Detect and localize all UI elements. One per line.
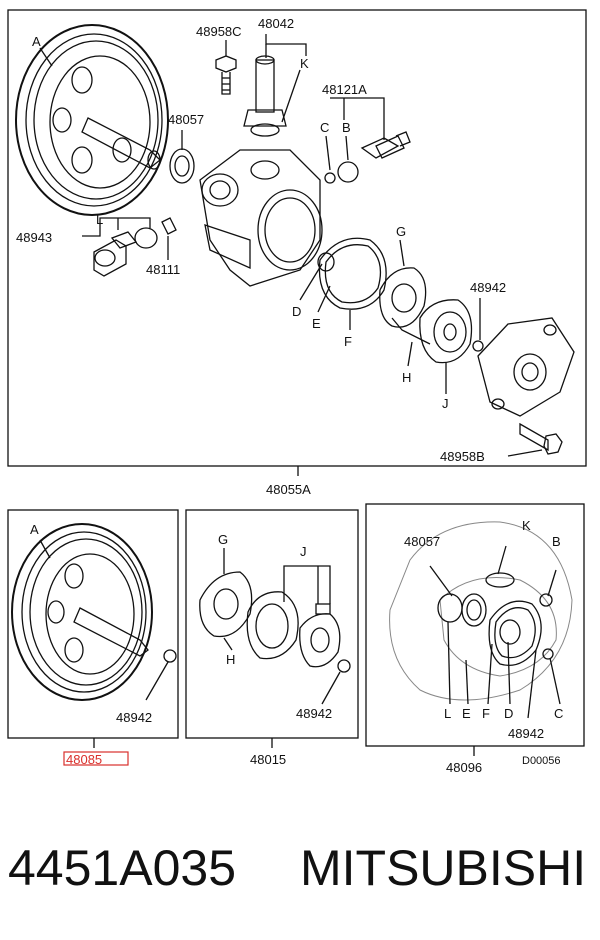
label-j: J: [442, 396, 449, 411]
label-48055a: 48055A: [266, 482, 311, 497]
sub3-label-d: D: [504, 706, 513, 721]
label-48958b: 48958B: [440, 449, 485, 464]
label-a: A: [32, 34, 41, 49]
sub1-label-a: A: [30, 522, 39, 537]
o-ring-icon: [437, 572, 554, 667]
label-48958c: 48958C: [196, 24, 242, 39]
label-l: L: [96, 212, 103, 227]
label-48057: 48057: [168, 112, 204, 127]
cam-ring-icon: [379, 267, 431, 345]
plug-icon: [93, 231, 138, 277]
sub3-label-48942: 48942: [508, 726, 544, 741]
sub2-label-48942: 48942: [296, 706, 332, 721]
fitting-icon: [243, 55, 287, 137]
footer: 4451A035 MITSUBISHI: [0, 828, 600, 908]
sub2-label-j: J: [300, 544, 307, 559]
part-number: 4451A035: [8, 840, 237, 896]
pulley-icon-2: [11, 523, 153, 701]
subassembly-48085-frame: [7, 509, 179, 739]
label-f: F: [344, 334, 352, 349]
pressure-switch-icon: [360, 131, 411, 159]
rotor-icon: [419, 299, 473, 364]
gasket-icon: [317, 237, 387, 310]
sub3-label-l: L: [444, 706, 451, 721]
pump-body-icon: [199, 149, 323, 287]
sub3-label-48057: 48057: [404, 534, 440, 549]
sub3-ref: D00056: [522, 755, 561, 767]
label-k: K: [300, 56, 309, 71]
pump-cover-icon: [477, 317, 575, 417]
sub3-label-b: B: [552, 534, 561, 549]
brand-name: MITSUBISHI: [300, 840, 587, 896]
subassembly-48096-frame: [365, 503, 585, 747]
main-assembly-frame: [7, 9, 587, 467]
sub3-label-e: E: [462, 706, 471, 721]
sub3-label-c: C: [554, 706, 563, 721]
rotor-icon-2: [246, 591, 341, 668]
label-g: G: [396, 224, 406, 239]
exploded-parts-diagram: A 48958C 48042 K 48121A C B 48057 L 4894…: [7, 9, 587, 775]
bolt-icon: [215, 55, 237, 95]
label-b: B: [342, 120, 351, 135]
label-48121a: 48121A: [322, 82, 367, 97]
label-d: D: [292, 304, 301, 319]
seal-kit-icon: [389, 521, 573, 701]
label-h: H: [402, 370, 411, 385]
label-48942: 48942: [470, 280, 506, 295]
label-48111: 48111: [146, 262, 180, 277]
sub3-code: 48096: [446, 760, 482, 775]
sub1-label-48942: 48942: [116, 710, 152, 725]
seal-icon: [169, 148, 195, 184]
label-48943: 48943: [16, 230, 52, 245]
subassembly-48015-frame: [185, 509, 359, 739]
sub2-label-h: H: [226, 652, 235, 667]
selected-part-highlight: [63, 751, 129, 766]
label-c: C: [320, 120, 329, 135]
label-48042: 48042: [258, 16, 294, 31]
bolt-icon-b: [519, 422, 563, 455]
sub1-code: 48085: [66, 752, 102, 767]
cam-ring-icon-2: [199, 571, 253, 638]
sub2-code: 48015: [250, 752, 286, 767]
sub2-label-g: G: [218, 532, 228, 547]
sub3-label-f: F: [482, 706, 490, 721]
label-e: E: [312, 316, 321, 331]
sub3-label-k: K: [522, 518, 531, 533]
pulley-icon: [15, 24, 169, 216]
